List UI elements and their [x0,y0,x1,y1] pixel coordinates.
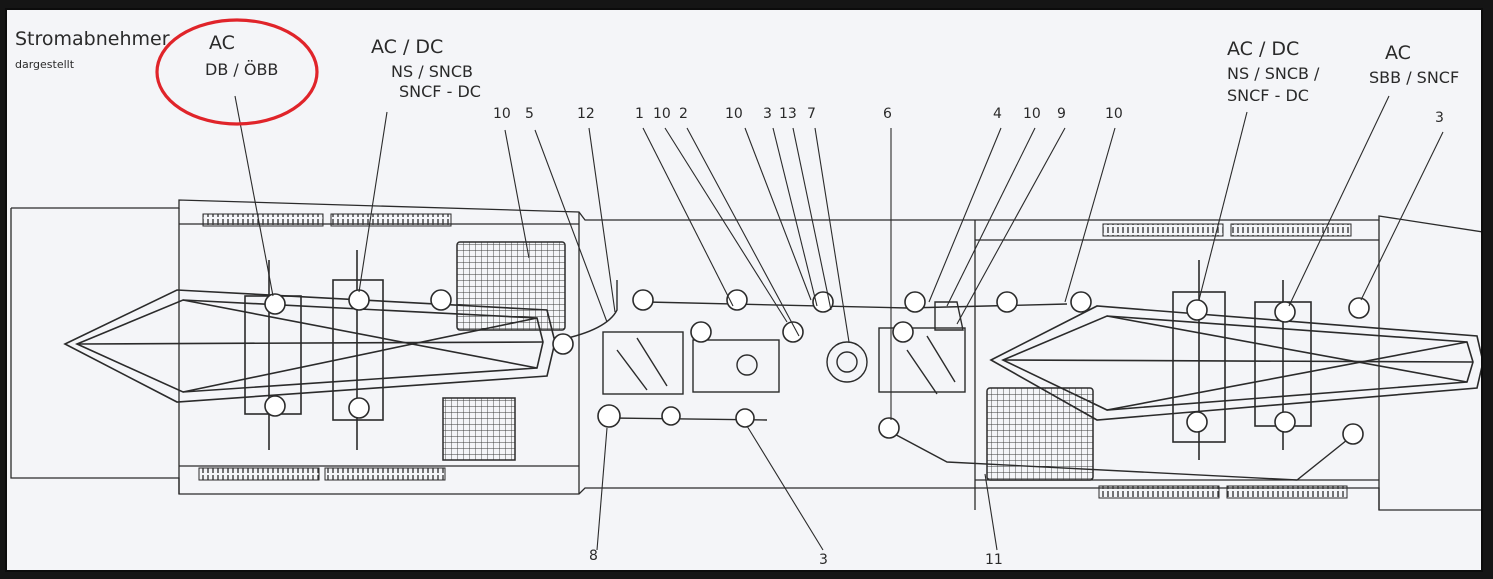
pantograph-4-system: AC [1385,42,1411,64]
pantograph-2-operators-line1: NS / SNCB [391,62,473,81]
callout-label: 10 [653,106,671,122]
callout-label: 8 [589,548,598,564]
roof-outline-bottom [10,208,1481,511]
callout-label: 12 [577,106,595,122]
callout-label: 10 [1105,106,1123,122]
callout-label: 1 [635,106,644,122]
callout-label: 5 [525,106,534,122]
callout-label: 10 [725,106,743,122]
callout-label: 3 [763,106,772,122]
callout-label: 7 [807,106,816,122]
pantograph-4-operators: SBB / SNCF [1369,68,1460,87]
roof-outline-top [11,199,1481,233]
pantograph-2-operators-line2: SNCF - DC [399,82,481,101]
pantograph-1-system: AC [209,32,235,54]
drawing-sheet: Stromabnehmer dargestellt AC DB / ÖBB AC… [5,8,1483,572]
highlight-ellipse [155,18,319,126]
insulators [264,289,1370,445]
callout-label: 4 [993,106,1002,122]
callout-label: 13 [779,106,797,122]
pantograph-1-operators: DB / ÖBB [205,60,279,79]
right-pantograph-frame [989,260,1481,460]
pantograph-3-operators-line1: NS / SNCB / [1227,64,1320,83]
roof-layout-drawing [10,18,1481,551]
callout-label: 10 [1023,106,1041,122]
callout-label: 6 [883,106,892,122]
callout-label: 9 [1057,106,1066,122]
pantograph-2-system: AC / DC [371,36,444,58]
leader-lines [234,95,1444,551]
pantograph-3-system: AC / DC [1227,38,1300,60]
diagram-title: Stromabnehmer [15,28,170,50]
callout-label: 3 [1435,110,1444,126]
central-equipment [558,280,1348,481]
pantograph-3-operators-line2: SNCF - DC [1227,86,1309,105]
roof-grilles [442,241,1094,481]
callout-label: 10 [493,106,511,122]
vent-slots [198,213,1352,499]
callout-label: 2 [679,106,688,122]
callout-label: 3 [819,552,828,568]
diagram-subtitle: dargestellt [15,58,75,71]
callout-label: 11 [985,552,1003,568]
